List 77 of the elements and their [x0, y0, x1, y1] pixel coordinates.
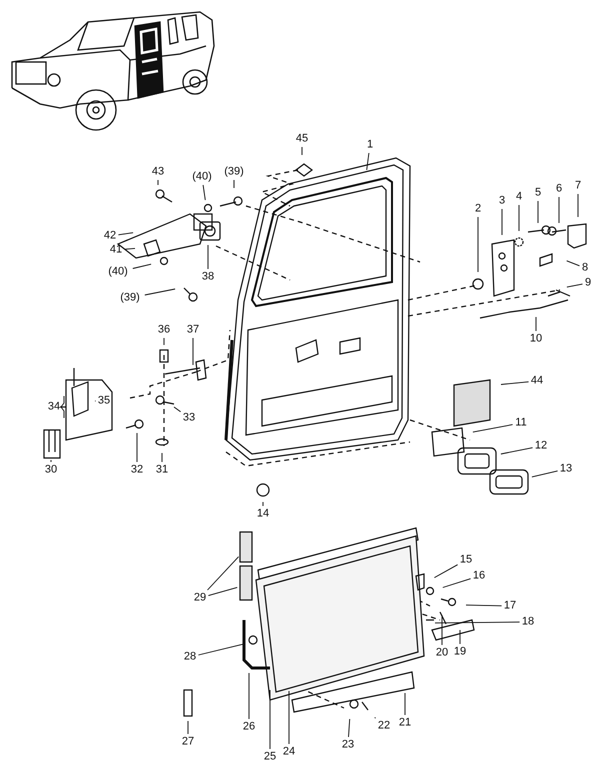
leader-line — [208, 586, 238, 596]
callout-number: 7 — [574, 180, 582, 192]
callout-number: 38 — [202, 270, 214, 284]
callout-number: 5 — [534, 186, 542, 200]
callout-number: 42 — [104, 230, 116, 242]
leader-line — [132, 264, 152, 269]
leader-line — [198, 644, 244, 656]
callout-number: 22 — [378, 720, 390, 732]
leader-line — [118, 232, 134, 236]
leader-line — [566, 284, 583, 288]
leader-line — [144, 288, 176, 296]
callout-number: 33 — [182, 412, 196, 424]
leader-line — [434, 622, 520, 624]
callout-number: 20 — [436, 646, 448, 660]
leader-line — [288, 690, 290, 744]
callout-number: 17 — [504, 600, 516, 612]
callout-number: 25 — [264, 750, 276, 764]
callout-number: 15 — [460, 554, 472, 566]
leader-line — [348, 718, 350, 738]
leader-line — [262, 502, 264, 506]
callout-number: 8 — [582, 262, 588, 274]
callout-number: 4 — [516, 190, 522, 204]
callout-number: 32 — [130, 464, 144, 476]
leader-line — [202, 184, 206, 201]
leader-line — [472, 424, 514, 433]
callout-number: 3 — [498, 194, 506, 208]
leader-line — [192, 338, 194, 366]
leader-line — [531, 470, 558, 478]
callout-number: 24 — [282, 746, 296, 758]
callout-number: 41 — [110, 244, 122, 256]
callout-number: 19 — [454, 646, 466, 658]
callout-number: 35 — [98, 394, 110, 408]
callout-number: 13 — [560, 462, 572, 476]
callout-number: 14 — [256, 508, 270, 520]
callout-number: (40) — [108, 266, 128, 278]
callout-number: 31 — [156, 464, 168, 476]
callout-number: 16 — [472, 570, 486, 582]
callout-number: (39) — [224, 166, 244, 178]
callout-number: 10 — [530, 332, 542, 346]
callout-number: 34 — [48, 400, 60, 414]
callout-number: 1 — [366, 138, 374, 152]
callout-number: 36 — [158, 324, 170, 336]
callout-number: 11 — [515, 416, 527, 430]
callout-number: 43 — [152, 166, 164, 178]
leader-line — [136, 432, 138, 462]
leader-line — [366, 152, 370, 170]
callout-number: 37 — [186, 324, 200, 336]
callout-number: 44 — [530, 374, 544, 388]
leader-line — [174, 406, 182, 412]
callout-number: (40) — [192, 170, 212, 184]
callout-number: 45 — [296, 132, 308, 146]
leader-line — [466, 604, 502, 606]
leader-line — [434, 564, 458, 578]
leader-line — [566, 260, 580, 266]
leader-line — [124, 248, 136, 250]
callout-number: 23 — [342, 738, 354, 752]
leader-line — [558, 196, 560, 224]
leader-line — [207, 556, 240, 590]
callout-number: 30 — [44, 464, 58, 476]
callout-number: 29 — [194, 592, 206, 604]
leader-line — [518, 204, 520, 232]
leader-line — [442, 578, 472, 588]
callout-number: 28 — [184, 650, 196, 664]
callout-number: (39) — [120, 292, 140, 304]
callout-number: 27 — [182, 736, 194, 748]
leader-line — [248, 672, 250, 720]
callout-number: 2 — [474, 202, 482, 216]
leader-line — [404, 692, 406, 716]
leader-line — [500, 381, 530, 385]
leader-line — [500, 447, 534, 454]
callout-number: 18 — [522, 616, 534, 628]
callout-number: 12 — [534, 440, 548, 452]
callout-number: 21 — [398, 716, 412, 730]
callout-number: 26 — [242, 720, 256, 734]
leader-line — [50, 460, 52, 462]
callout-number: 9 — [584, 276, 592, 290]
callout-number: 6 — [556, 182, 562, 196]
